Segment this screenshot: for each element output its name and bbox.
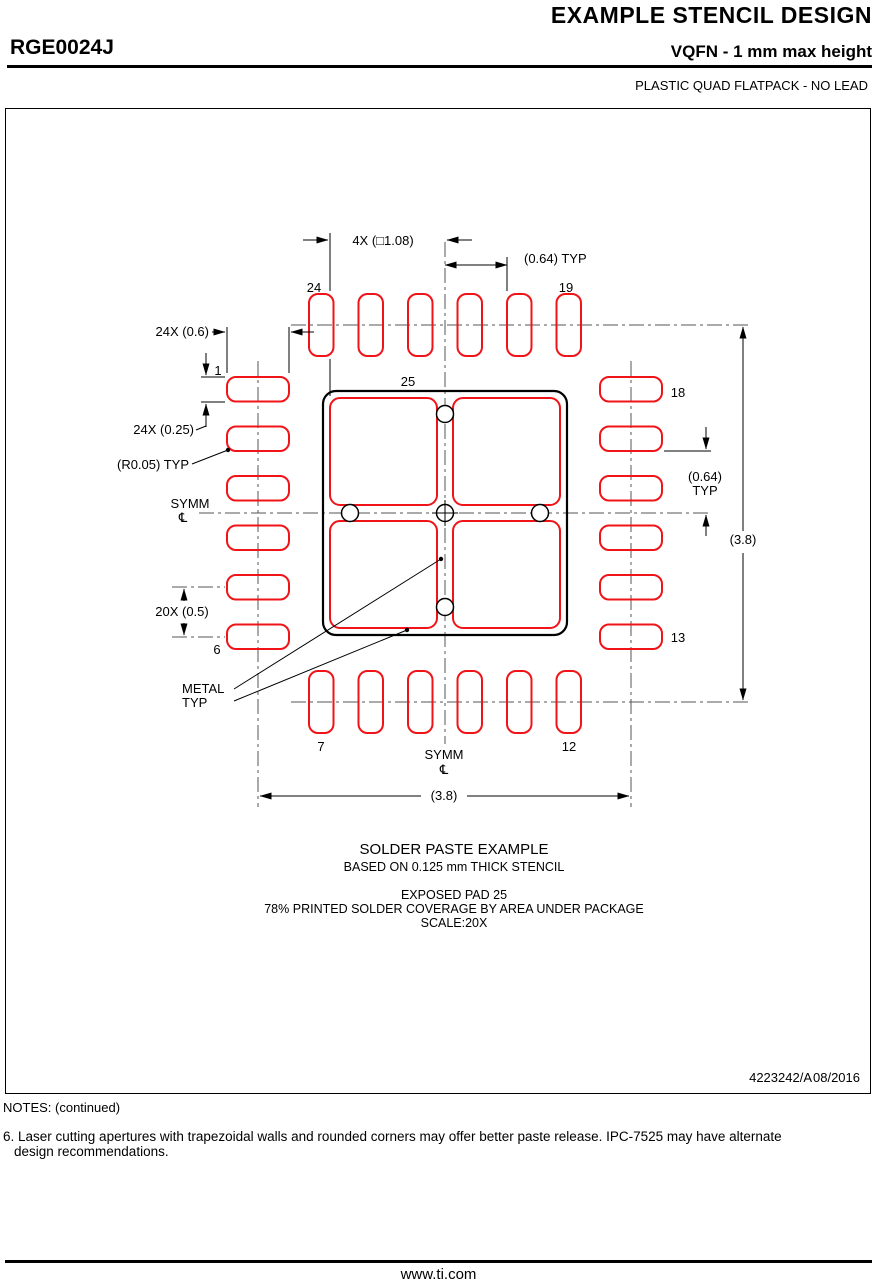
pin-label-13: 13 [671, 630, 685, 645]
paste-quadrant [452, 397, 561, 506]
footer-rule [5, 1260, 872, 1263]
stencil-pad [407, 293, 434, 357]
centerline-symbol-bottom: ℄ [439, 762, 449, 777]
stencil-pad [308, 670, 335, 734]
stencil-pad [599, 376, 663, 403]
dimensions [180, 233, 747, 800]
symm-label-bottom: SYMM [425, 747, 464, 762]
pin-label-6: 6 [213, 642, 220, 657]
note-6-line2: design recommendations. [14, 1144, 169, 1159]
via-marker [340, 503, 360, 523]
note-6: 6. Laser cutting apertures with trapezoi… [3, 1129, 865, 1159]
paste-quadrant [329, 520, 438, 629]
pin-label-7: 7 [317, 739, 324, 754]
part-number: RGE0024J [10, 36, 114, 59]
package-type: VQFN - 1 mm max height [670, 42, 872, 61]
pads-bottom-row [308, 670, 582, 734]
doc-number: 4223242/A [749, 1070, 812, 1085]
footer-url: www.ti.com [400, 1266, 477, 1283]
dim-corner-radius: (R0.05) TYP [117, 457, 189, 472]
stencil-pad [357, 670, 384, 734]
pin-label-1: 1 [214, 363, 221, 378]
stencil-pad [599, 574, 663, 601]
pads-top-row [308, 293, 582, 357]
stencil-pad [357, 293, 384, 357]
dim-pad-width: 24X (0.25) [133, 422, 194, 437]
centerline-symbol-left: ℄ [178, 510, 188, 525]
pin-label-24: 24 [307, 280, 321, 295]
exposed-pad [321, 389, 569, 637]
doc-number-block: 4223242/A 08/2016 [749, 1070, 860, 1085]
leader-dot [438, 556, 444, 562]
dim-quad-size: 4X (□1.08) [352, 233, 413, 248]
stencil-pad [226, 376, 290, 403]
dim-pitch: 20X (0.5) [155, 604, 208, 619]
pin-label-25: 25 [401, 374, 415, 389]
caption-exposed-pad: EXPOSED PAD 25 [401, 888, 507, 902]
caption-title: SOLDER PASTE EXAMPLE [360, 841, 549, 858]
pin-label-19: 19 [559, 280, 573, 295]
notes-header: NOTES: (continued) [3, 1100, 121, 1115]
leader-line [195, 425, 207, 431]
stencil-pad [407, 670, 434, 734]
stencil-pad [599, 425, 663, 452]
drawing-frame: 4X (□1.08) (0.64) TYP 24X (0.6) 1 24X (0… [5, 108, 871, 1094]
stencil-pad [456, 670, 483, 734]
pin-label-18: 18 [671, 385, 685, 400]
doc-date: 08/2016 [813, 1070, 860, 1085]
stencil-pad [226, 475, 290, 502]
dim-gap-right-line2: TYP [692, 483, 717, 498]
pads-right-col [599, 376, 663, 650]
via-marker [435, 404, 455, 424]
pads-left-col [226, 376, 290, 650]
page-title: EXAMPLE STENCIL DESIGN [550, 2, 872, 28]
caption-subtitle: BASED ON 0.125 mm THICK STENCIL [344, 860, 565, 874]
header-rule [7, 65, 872, 68]
stencil-pad [599, 623, 663, 650]
stencil-pad [226, 574, 290, 601]
metal-label-line1: METAL [182, 681, 224, 696]
stencil-drawing: 4X (□1.08) (0.64) TYP 24X (0.6) 1 24X (0… [117, 233, 860, 1085]
via-marker [435, 597, 455, 617]
stencil-pad [599, 524, 663, 551]
dim-gap-top: (0.64) TYP [524, 251, 587, 266]
paste-quadrant [329, 397, 438, 506]
exposed-pad-outline [321, 389, 569, 637]
caption-scale: SCALE:20X [421, 916, 488, 930]
dim-pad-length: 24X (0.6) [156, 324, 209, 339]
leader-line [233, 558, 442, 690]
stencil-pad [456, 293, 483, 357]
stencil-pad [555, 293, 582, 357]
symm-label-left: SYMM [171, 496, 210, 511]
metal-label-line2: TYP [182, 695, 207, 710]
stencil-pad [506, 293, 533, 357]
caption-coverage: 78% PRINTED SOLDER COVERAGE BY AREA UNDE… [264, 902, 644, 916]
leader-dot [404, 627, 410, 633]
stencil-pad [226, 524, 290, 551]
stencil-pad [599, 475, 663, 502]
leader-line [233, 629, 408, 702]
pin-label-12: 12 [562, 739, 576, 754]
note-6-line1: 6. Laser cutting apertures with trapezoi… [3, 1129, 782, 1144]
stencil-pad [226, 425, 290, 452]
dim-gap-right-line1: (0.64) [688, 469, 722, 484]
dim-span-vertical: (3.8) [730, 532, 757, 547]
leader-line [191, 449, 229, 465]
leader-dot [225, 447, 231, 453]
stencil-pad [555, 670, 582, 734]
labels: 4X (□1.08) (0.64) TYP 24X (0.6) 1 24X (0… [117, 233, 756, 803]
paste-quadrant [452, 520, 561, 629]
stencil-pad [226, 623, 290, 650]
package-description: PLASTIC QUAD FLATPACK - NO LEAD [635, 78, 868, 93]
caption: SOLDER PASTE EXAMPLE BASED ON 0.125 mm T… [264, 841, 644, 930]
stencil-pad [308, 293, 335, 357]
dim-span-horizontal: (3.8) [431, 788, 458, 803]
stencil-pad [506, 670, 533, 734]
via-marker [530, 503, 550, 523]
